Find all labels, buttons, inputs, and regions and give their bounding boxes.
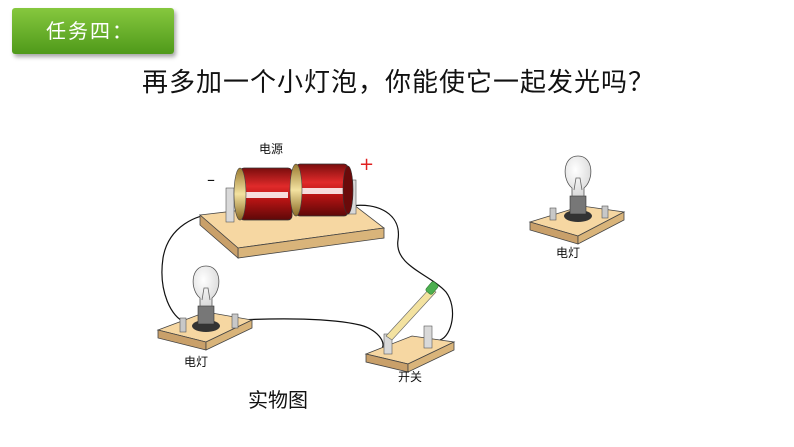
power-label: 电源 <box>259 142 284 156</box>
battery-right <box>289 163 354 217</box>
task-badge: 任务四： <box>12 8 174 54</box>
question-title: 再多加一个小灯泡，你能使它一起发光吗？ <box>142 68 656 98</box>
switch <box>364 281 456 373</box>
diagram-caption: 实物图 <box>248 388 308 412</box>
minus-sign: – <box>207 170 215 189</box>
battery-left <box>233 167 293 221</box>
power-supply <box>199 163 386 259</box>
lamp-label-right: 电灯 <box>556 246 581 260</box>
lamp-right <box>528 155 626 245</box>
plus-sign: + <box>359 154 375 175</box>
lamp-left <box>156 265 254 351</box>
switch-label: 开关 <box>398 370 423 384</box>
lamp-label-left: 电灯 <box>184 355 209 369</box>
task-label: 任务四： <box>46 19 134 43</box>
